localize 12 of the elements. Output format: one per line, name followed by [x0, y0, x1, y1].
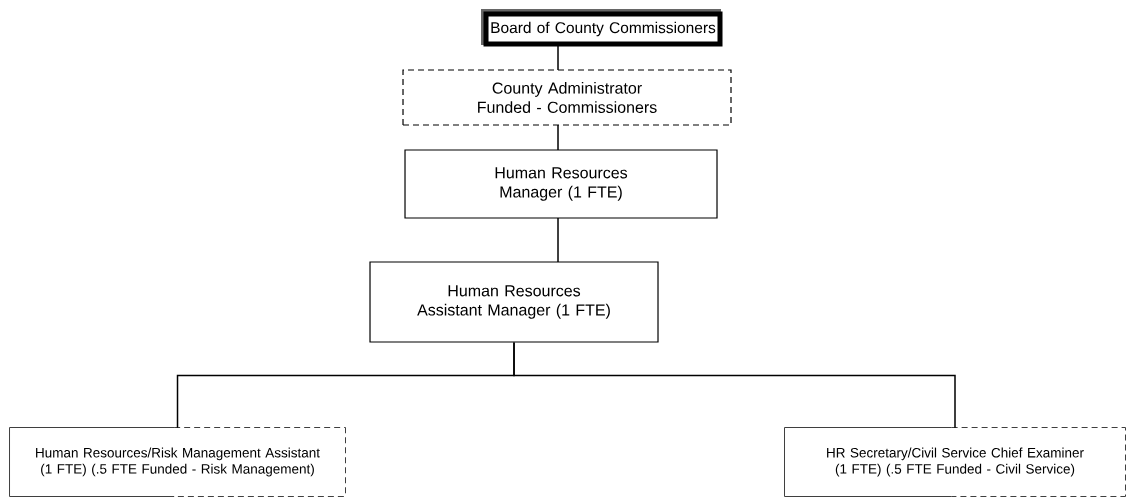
connector-line	[557, 43, 559, 71]
org-box: County Administrator Funded - Commissioners	[402, 69, 732, 126]
node-label: Human Resources/Risk Management Assistant (1 FTE) (.5 FTE Funded - Risk Management)	[36, 447, 320, 477]
connector-line	[513, 341, 956, 429]
connector-line	[557, 124, 559, 151]
org-box: Human Resources Manager (1 FTE)	[404, 149, 718, 219]
org-box: Board of County Commissioners	[481, 9, 723, 47]
node-label: HR Secretary/Civil Service Chief Examiner (1 FTE) (.5 FTE Funded - Civil Service)	[827, 447, 1084, 477]
connector-line	[557, 217, 559, 263]
org-box: HR Secretary/Civil Service Chief Examiner (1 FTE) (.5 FTE Funded - Civil Service)	[784, 427, 1126, 497]
org-box: Human Resources Assistant Manager (1 FTE)	[369, 261, 659, 343]
org-box: Human Resources/Risk Management Assistant (1 FTE) (.5 FTE Funded - Risk Management)	[9, 427, 346, 497]
